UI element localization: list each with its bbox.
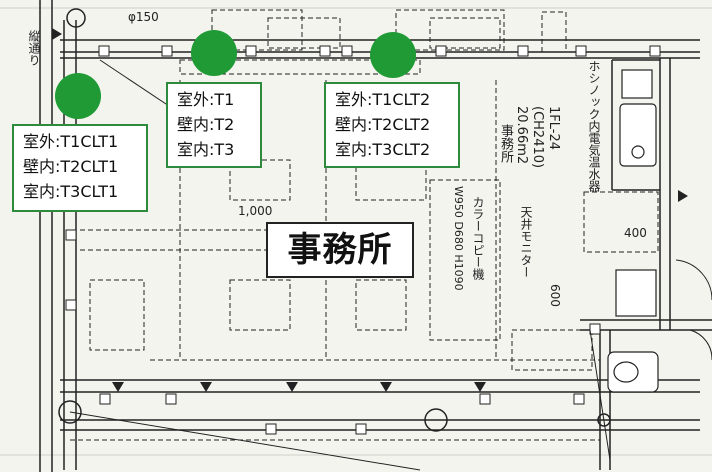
copy-dims-text: W950 D680 H1090: [452, 186, 465, 291]
room-title: 事務所: [266, 222, 414, 278]
outdoor-label: 室外:T1: [177, 90, 235, 109]
room-name-small: 事務所: [498, 124, 513, 163]
left-text: 縦通り: [27, 30, 41, 66]
sensor-label-1: 室外:T1CLT1 壁内:T2CLT1 室内:T3CLT1: [12, 124, 148, 212]
wall-label: 壁内:T2CLT2: [335, 115, 431, 134]
indoor-label: 室内:T3: [177, 140, 235, 159]
outdoor-label: 室外:T1CLT2: [335, 90, 431, 109]
indoor-label: 室内:T3CLT2: [335, 140, 431, 159]
outdoor-label: 室外:T1CLT1: [23, 132, 119, 151]
dimension-600: 600: [548, 284, 562, 307]
room-area-text: 20.66m2: [514, 106, 529, 165]
sensor-dot-3: [370, 32, 416, 78]
wall-label: 壁内:T2: [177, 115, 235, 134]
sensor-label-2: 室外:T1 壁内:T2 室内:T3: [166, 82, 262, 168]
dimension-400: 400: [624, 226, 647, 240]
copy-machine-text: カラーコピー機: [471, 196, 485, 280]
indoor-label: 室内:T3CLT1: [23, 182, 119, 201]
sensor-dot-1: [55, 73, 101, 119]
tank-text: ホシノック内電気温水器: [587, 60, 601, 192]
top-dim-text: φ150: [128, 10, 159, 24]
dimension-text: 1,000: [238, 204, 273, 218]
wall-label: 壁内:T2CLT1: [23, 157, 119, 176]
room-floor-text: 1FL-24: [546, 106, 561, 150]
sensor-label-3: 室外:T1CLT2 壁内:T2CLT2 室内:T3CLT2: [324, 82, 460, 168]
monitor-text: 天井モニター: [519, 206, 533, 278]
sensor-dot-2: [191, 30, 237, 76]
room-ceiling-text: (CH2410): [530, 106, 545, 169]
